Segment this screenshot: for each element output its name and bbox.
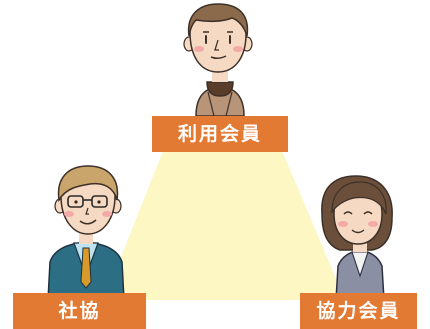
woman-illustration: [321, 175, 393, 301]
elderly-man-illustration: [183, 3, 253, 117]
connection-triangle: [104, 146, 345, 300]
role-label-council: 社協: [13, 293, 146, 329]
role-label-user: 利用会員: [152, 116, 288, 152]
man-with-glasses-illustration: [47, 165, 125, 301]
role-label-helper: 協力会員: [300, 293, 417, 329]
